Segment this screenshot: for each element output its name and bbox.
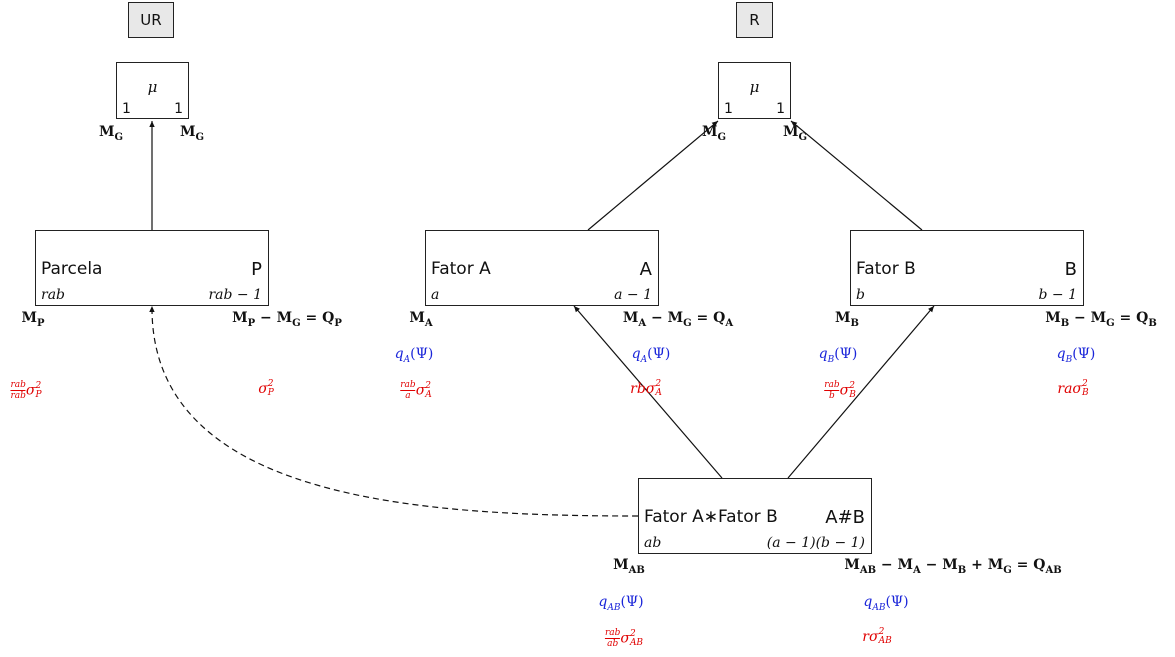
factor-abbrev: A xyxy=(639,259,652,280)
factor-name: Fator A∗Fator B xyxy=(644,507,778,527)
factor-levels: ab xyxy=(644,535,662,551)
factor-df: a − 1 xyxy=(614,287,652,303)
fator-a-ss-label: MA − MG = QA xyxy=(622,310,734,329)
mu-symbol: μ xyxy=(147,78,158,96)
fator-a-sum-label: MA xyxy=(409,310,433,329)
factor-box-interaction: Fator A∗Fator B A#B ab (a − 1)(b − 1) xyxy=(638,478,872,554)
mu-box-restricted: μ 1 1 xyxy=(718,62,791,119)
fator-a-exp-left: qA(Ψ) xyxy=(394,346,434,365)
fator-b-exp-left: qB(Ψ) xyxy=(818,346,858,365)
mu-df: 1 xyxy=(776,101,785,117)
interaction-sum-label: MAB xyxy=(613,557,645,576)
factor-name: Parcela xyxy=(41,259,103,279)
fator-b-exp-right: qB(Ψ) xyxy=(1056,346,1096,365)
fator-b-ss-label: MB − MG = QB xyxy=(1045,310,1157,329)
edge-interaction-to-parcela-dashed xyxy=(149,305,639,517)
edge-interaction-to-fatorb xyxy=(787,305,935,479)
factor-df: (a − 1)(b − 1) xyxy=(766,535,865,551)
mu-r-sum-label: MG xyxy=(701,124,727,143)
factor-abbrev: B xyxy=(1064,259,1077,280)
mu-symbol: μ xyxy=(749,78,760,96)
factor-box-fator-a: Fator A A a a − 1 xyxy=(425,230,659,306)
mu-df: 1 xyxy=(174,101,183,117)
factor-df: b − 1 xyxy=(1038,287,1078,303)
factor-name: Fator A xyxy=(431,259,491,279)
fator-a-exp-right: qA(Ψ) xyxy=(631,346,671,365)
mu-r-ss-label: MG xyxy=(782,124,808,143)
factor-abbrev: P xyxy=(251,259,262,280)
mu-box-unrestricted: μ 1 1 xyxy=(116,62,189,119)
restricted-header: R xyxy=(736,2,773,38)
edge-fatora-to-mu xyxy=(587,120,719,231)
factor-box-fator-b: Fator B B b b − 1 xyxy=(850,230,1084,306)
factor-box-parcela: Parcela P rab rab − 1 xyxy=(35,230,269,306)
edge-fatorb-to-mu xyxy=(790,120,923,231)
interaction-exp-right: qAB(Ψ) xyxy=(863,594,909,613)
parcela-ss-label: MP − MG = QP xyxy=(232,310,342,329)
mu-levels: 1 xyxy=(122,101,131,117)
parcela-sum-label: MP xyxy=(21,310,45,329)
factor-levels: b xyxy=(856,287,865,303)
factor-name: Fator B xyxy=(856,259,916,279)
factor-abbrev: A#B xyxy=(825,507,865,528)
interaction-exp-left: qAB(Ψ) xyxy=(598,594,644,613)
factor-levels: a xyxy=(431,287,440,303)
fator-b-sum-label: MB xyxy=(835,310,859,329)
factor-levels: rab xyxy=(41,287,66,303)
mu-ur-ss-label: MG xyxy=(179,124,205,143)
edge-interaction-to-fatora xyxy=(573,305,723,479)
interaction-ss-label: MAB − MA − MB + MG = QAB xyxy=(844,557,1062,576)
factor-df: rab − 1 xyxy=(208,287,262,303)
mu-levels: 1 xyxy=(724,101,733,117)
mu-ur-sum-label: MG xyxy=(98,124,124,143)
unrestricted-header: UR xyxy=(128,2,174,38)
